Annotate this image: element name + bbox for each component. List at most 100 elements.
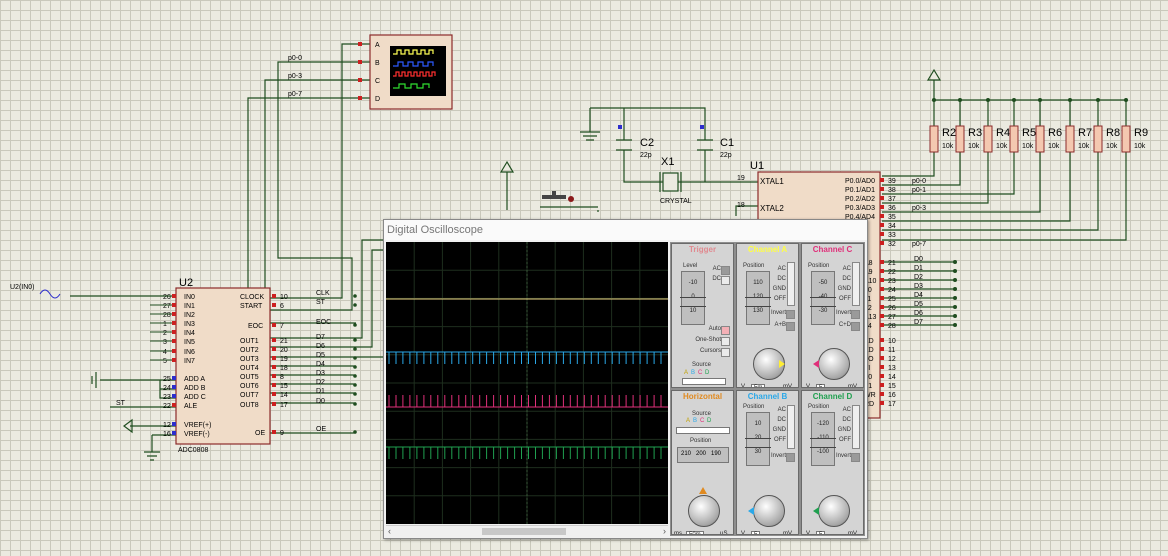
pin-name: P0.1/AD1 [845,187,875,194]
unit-v: V [806,531,811,535]
reset-pushbutton[interactable] [542,191,574,202]
dc-label: DC [842,417,851,423]
net-terminal [353,430,357,434]
source-slider[interactable] [682,378,726,385]
tick: 110 [753,280,763,286]
off-label: OFF [839,296,851,302]
pin-marker [172,330,176,334]
channel-c-trace [386,395,668,408]
tick: -100 [816,449,829,455]
trigger-level-dial[interactable]: -10 0 10 [680,271,706,325]
net-terminal [353,303,357,307]
src-c[interactable]: C [698,370,703,376]
channel-d-setting: 5 [816,531,826,534]
pin-number: 16 [163,431,171,438]
coupling-slider[interactable] [852,262,860,306]
pin-marker [272,294,276,298]
coupling-slider[interactable] [787,405,795,449]
position-label: Position [808,404,830,410]
channel-a-position-dial[interactable]: 110 120 130 [745,271,771,325]
scrollbar-thumb[interactable] [482,528,566,535]
unit-v: V [741,384,746,388]
resistor-body [1093,125,1103,153]
pin-number: 10 [280,294,288,301]
source-slider[interactable] [676,427,730,434]
horizontal-scrollbar[interactable]: ‹ › [386,525,668,537]
oscilloscope-window[interactable]: Digital Oscilloscope ‹ › Trigger Level -… [383,219,868,539]
src-b[interactable]: B [691,370,696,376]
invert-toggle[interactable] [786,453,795,462]
channel-b-position-dial[interactable]: 10 20 30 [745,412,771,466]
u2-ref: U2 [179,277,193,289]
oscilloscope-title[interactable]: Digital Oscilloscope [384,220,867,240]
cursors-button[interactable] [721,348,730,357]
src-a[interactable]: A [684,370,689,376]
auto-toggle[interactable] [721,326,730,335]
coupling-slider[interactable] [787,262,795,306]
net-label: OE [316,426,326,433]
src-a[interactable]: A [686,418,691,424]
pin-marker [880,374,884,378]
invert-toggle[interactable] [851,310,860,319]
pin-number: 13 [888,365,896,372]
pin-marker [358,42,362,46]
pin-number: 12 [163,422,171,429]
unit-v: V [806,384,811,388]
channel-d-volts-knob[interactable] [811,491,855,531]
net-label: D5 [316,352,325,359]
pin-marker [272,374,276,378]
channel-b-setting: 5 [751,531,761,534]
unit-mv: mV [848,531,857,535]
junction-dot [1012,98,1016,102]
timebase-knob[interactable] [681,487,725,531]
pin-number: 7 [280,323,284,330]
src-c[interactable]: C [700,418,705,424]
resistor-value: 10k [1078,143,1090,150]
scroll-right-icon[interactable]: › [663,526,666,536]
channel-c-volts-knob[interactable] [811,344,855,384]
pin-marker [880,296,884,300]
resistor-value: 10k [968,143,980,150]
one-shot-button[interactable] [721,337,730,346]
resistor-ref: R4 [996,127,1010,139]
horizontal-position-dial[interactable]: 210 200 190 [677,447,729,463]
pin-marker [700,125,704,129]
pin-marker [272,323,276,327]
pin-marker [880,287,884,291]
dc-label: DC [712,276,721,282]
channel-b-volts-knob[interactable] [746,491,790,531]
junction-dot [1038,98,1042,102]
pin-number: 27 [888,314,896,321]
c-plus-d-toggle[interactable] [851,322,860,331]
pin-marker [272,356,276,360]
scroll-left-icon[interactable]: ‹ [388,526,391,536]
src-d[interactable]: D [705,370,710,376]
resistor-body [1121,125,1131,153]
pin-name: A10 [864,278,877,285]
resistor-body [1035,125,1045,153]
channel-c-position-dial[interactable]: -50 -40 -30 [810,271,836,325]
pin-name: OE [255,430,265,437]
pin-name: IN0 [184,294,195,301]
net-label: D6 [316,343,325,350]
dc-label: DC [777,276,786,282]
ac-toggle[interactable] [721,266,730,275]
unit-mv: mV [783,531,792,535]
src-b[interactable]: B [693,418,698,424]
channel-a-volts-knob[interactable] [746,344,790,384]
invert-toggle[interactable] [786,310,795,319]
invert-toggle[interactable] [851,453,860,462]
net-label: p0-3 [288,73,302,80]
pin-name: IN5 [184,339,195,346]
pin-number: 15 [280,383,288,390]
dc-toggle[interactable] [721,276,730,285]
a-plus-b-toggle[interactable] [786,322,795,331]
channel-d-position-dial[interactable]: -120 -110 -100 [810,412,836,466]
coupling-slider[interactable] [852,405,860,449]
scope-channel-letter: A [375,42,380,49]
scope-display[interactable] [386,242,668,524]
scope-controls: Trigger Level -10 0 10 AC DC Auto One-Sh… [670,242,865,536]
src-d[interactable]: D [707,418,712,424]
u2-adc-body[interactable] [175,287,271,445]
